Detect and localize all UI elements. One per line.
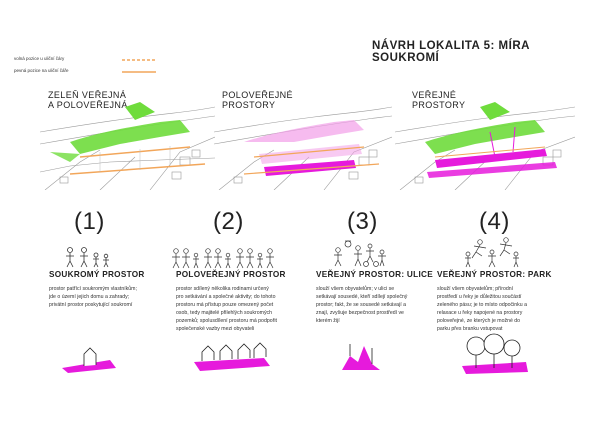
people-icon-street xyxy=(334,240,386,267)
section-title-2: POLOVEŘEJNÝ PROSTOR xyxy=(176,270,286,279)
section-number-2: (2) xyxy=(213,208,244,235)
section-title-1: SOUKROMÝ PROSTOR xyxy=(49,270,145,279)
legend-swatch-solid xyxy=(122,71,156,73)
section-number-1: (1) xyxy=(74,208,105,235)
people-icon-community xyxy=(172,248,274,269)
section-number-3: (3) xyxy=(347,208,378,235)
people-icon-family xyxy=(66,247,109,268)
street-pictogram xyxy=(342,344,380,370)
section-title-3: VEŘEJNÝ PROSTOR: ULICE xyxy=(316,270,433,279)
legend-swatch-dashed xyxy=(122,59,156,61)
legend-label-free-position: volná pozice u uliční čáry xyxy=(14,56,65,61)
section-text-2: prostor sdílený několika rodinami určený… xyxy=(176,286,277,332)
section-number-4: (4) xyxy=(479,208,510,235)
people-icon-park xyxy=(465,237,519,268)
page-title: NÁVRH LOKALITA 5: MÍRA SOUKROMÍ xyxy=(372,40,530,64)
site-map-public xyxy=(395,102,575,190)
site-map-green xyxy=(40,102,215,190)
park-pictogram xyxy=(462,333,528,374)
section-text-1: prostor patřící soukromým vlastníkům;jde… xyxy=(49,286,137,308)
section-title-4: VEŘEJNÝ PROSTOR: PARK xyxy=(437,270,552,279)
site-map-semi-public xyxy=(214,106,392,190)
legend-label-fixed-position: pevná pozice na uliční čáře xyxy=(14,68,69,73)
house-pictogram-private xyxy=(62,347,116,373)
houses-pictogram-semi-public xyxy=(194,342,270,371)
